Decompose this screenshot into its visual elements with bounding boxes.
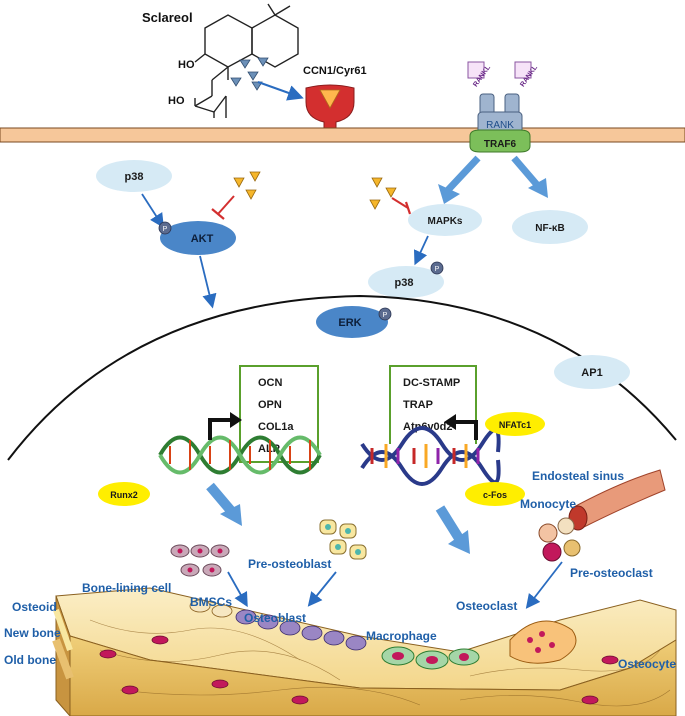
bmsc-cells <box>170 544 230 577</box>
rank-label: RANK <box>486 120 514 131</box>
gene-trap: TRAP <box>403 399 433 411</box>
osteoblast-label: Osteoblast <box>244 611 306 625</box>
phospho-p38 <box>430 261 444 275</box>
cell-membrane <box>0 127 685 143</box>
osteoid-label: Osteoid <box>12 600 57 614</box>
monocyte-label: Monocyte <box>520 497 576 511</box>
ap1-node <box>554 355 630 389</box>
erk-node <box>316 306 388 338</box>
svg-text:P: P <box>163 226 168 233</box>
osteocyte-label: Osteocyte <box>618 657 676 671</box>
ho-label-1: HO <box>178 59 195 71</box>
inhibit-akt-bar <box>211 208 225 220</box>
nfatc1-node <box>485 412 545 436</box>
gene-dc-stamp: DC-STAMP <box>403 377 460 389</box>
old-bone-label: Old bone <box>4 653 56 667</box>
arrow-osteoblast-diff <box>206 482 236 516</box>
sclareol-inhibitor-right <box>369 177 397 210</box>
pre-osteoblast-cells <box>319 519 367 560</box>
osteoblast-dna <box>158 435 322 475</box>
gene-opn: OPN <box>258 399 282 411</box>
arrow-osteoclast-diff <box>435 505 465 543</box>
transcription-arrow-left <box>208 418 232 440</box>
runx2-label: Runx2 <box>110 490 138 500</box>
cfos-label: c-Fos <box>483 490 507 500</box>
mapks-label: MAPKs <box>427 216 462 227</box>
osteoclast-label: Osteoclast <box>456 599 517 613</box>
rankl-ligand-2: RANKL <box>514 61 539 88</box>
sclareol-molecules <box>230 57 269 91</box>
pre-osteoblast-label: Pre-osteoblast <box>248 557 331 571</box>
akt-node <box>160 221 236 255</box>
ap1-label: AP1 <box>581 367 602 379</box>
arrow-preoc-osteoclast <box>525 561 563 609</box>
arrow-mapks-p38 <box>413 235 429 266</box>
endosteal-sinus-label: Endosteal sinus <box>532 469 624 483</box>
p38-mid-node <box>368 266 444 298</box>
ccn1-protein: CCN1/Cyr61 <box>303 65 367 137</box>
rankl-ligand-1: RANKL <box>467 61 492 88</box>
arrow-traf6-nfkb <box>511 155 541 189</box>
osteoblast-row <box>189 599 367 651</box>
macrophage-cells <box>381 646 480 670</box>
svg-text:P: P <box>435 266 440 273</box>
arrow-akt-nucleus <box>199 255 217 309</box>
rank-receptor: RANK TRAF6 <box>469 93 531 153</box>
gene-col1a: COL1a <box>258 421 294 433</box>
traf6-label: TRAF6 <box>484 139 517 150</box>
macrophage-label: Macrophage <box>366 629 437 643</box>
arrow-preob-osteoblast <box>307 571 337 607</box>
phospho-erk <box>378 307 392 321</box>
inhibit-akt-line <box>217 195 235 215</box>
nfkb-node <box>512 210 588 244</box>
osteoclast-cell <box>509 620 577 664</box>
mapks-node <box>408 204 482 236</box>
akt-label: AKT <box>191 233 214 245</box>
osteocyte-cells <box>99 635 619 705</box>
sclareol-structure: Sclareol HO HO <box>142 3 299 118</box>
sclareol-label: Sclareol <box>142 10 193 25</box>
transcription-arrow-right <box>454 420 478 440</box>
arrow-bmsc-osteoblast <box>227 571 248 608</box>
arrow-traf6-mapks <box>445 155 481 193</box>
arrow-p38-akt <box>141 193 164 229</box>
phospho-akt <box>158 221 172 235</box>
osteoclast-dna <box>360 426 501 486</box>
svg-text:P: P <box>383 312 388 319</box>
bone-lining-label: Bone-lining cell <box>82 581 171 595</box>
inhibit-mapks-bar <box>404 201 412 215</box>
bone-tissue <box>52 587 677 716</box>
erk-label: ERK <box>338 317 361 329</box>
nfkb-label: NF-κB <box>535 223 564 234</box>
cfos-node <box>465 482 525 506</box>
p38-left-node <box>96 160 172 192</box>
p38-mid-label: p38 <box>395 277 414 289</box>
new-bone-label: New bone <box>4 626 61 640</box>
runx2-node <box>98 482 150 506</box>
p38-left-label: p38 <box>125 171 144 183</box>
osteoblast-gene-box <box>239 365 319 463</box>
inhibit-mapks-line <box>391 197 409 209</box>
ho-label-2: HO <box>168 95 185 107</box>
ccn1-label: CCN1/Cyr61 <box>303 65 367 77</box>
pre-osteoclast-cells <box>538 517 581 562</box>
nfatc1-label: NFATc1 <box>499 420 531 430</box>
pre-osteoclast-label: Pre-osteoclast <box>570 566 653 580</box>
arrow-to-ccn1 <box>257 81 304 101</box>
bmscs-label: BMSCs <box>190 595 232 609</box>
gene-ocn: OCN <box>258 377 283 389</box>
sclareol-inhibitor-left <box>233 171 261 200</box>
